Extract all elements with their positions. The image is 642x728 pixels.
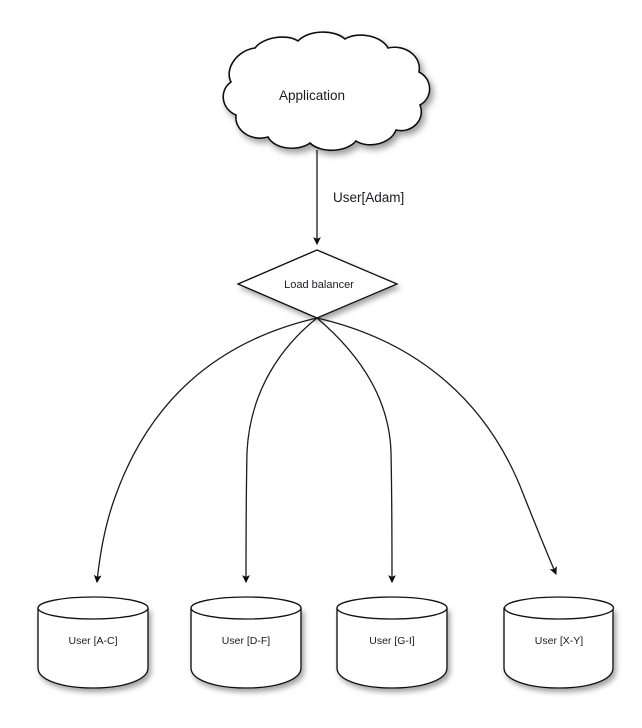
cylinder-top (37, 596, 149, 620)
application-cloud-node[interactable]: Application (222, 31, 431, 152)
db-x-y-node[interactable]: User [X-Y] (503, 596, 615, 689)
cylinder-body (37, 607, 149, 689)
db-g-i-label: User [G-I] (369, 635, 415, 647)
db-a-c-label: User [A-C] (68, 635, 117, 647)
balancer-fanout-connectors (93, 317, 557, 584)
db-g-i-node[interactable]: User [G-I] (336, 596, 448, 689)
cylinder-top (190, 596, 302, 620)
db-x-y-label: User [X-Y] (535, 635, 584, 647)
edge-balancer-to-db-x-y[interactable] (316, 317, 557, 575)
load-balancer-node[interactable]: Load balancer (236, 249, 399, 319)
db-d-f-node[interactable]: User [D-F] (190, 596, 302, 689)
cloud-shape (222, 31, 431, 152)
cylinder-body (336, 607, 448, 689)
edge-balancer-to-db-g-i[interactable] (316, 317, 396, 584)
edge-application-to-balancer[interactable]: User[Adam] (313, 150, 404, 246)
cylinder-top (503, 596, 615, 620)
db-a-c-node[interactable]: User [A-C] (37, 596, 149, 689)
cylinder-body (190, 607, 302, 689)
edge-balancer-to-db-d-f[interactable] (242, 317, 318, 584)
application-label: Application (279, 88, 345, 103)
db-d-f-label: User [D-F] (222, 635, 270, 647)
cylinder-body (503, 607, 614, 689)
load-balancer-label: Load balancer (284, 279, 354, 291)
edge-label-user-adam: User[Adam] (333, 190, 404, 205)
edge-balancer-to-db-a-c[interactable] (93, 317, 318, 584)
cylinder-top (336, 596, 448, 620)
